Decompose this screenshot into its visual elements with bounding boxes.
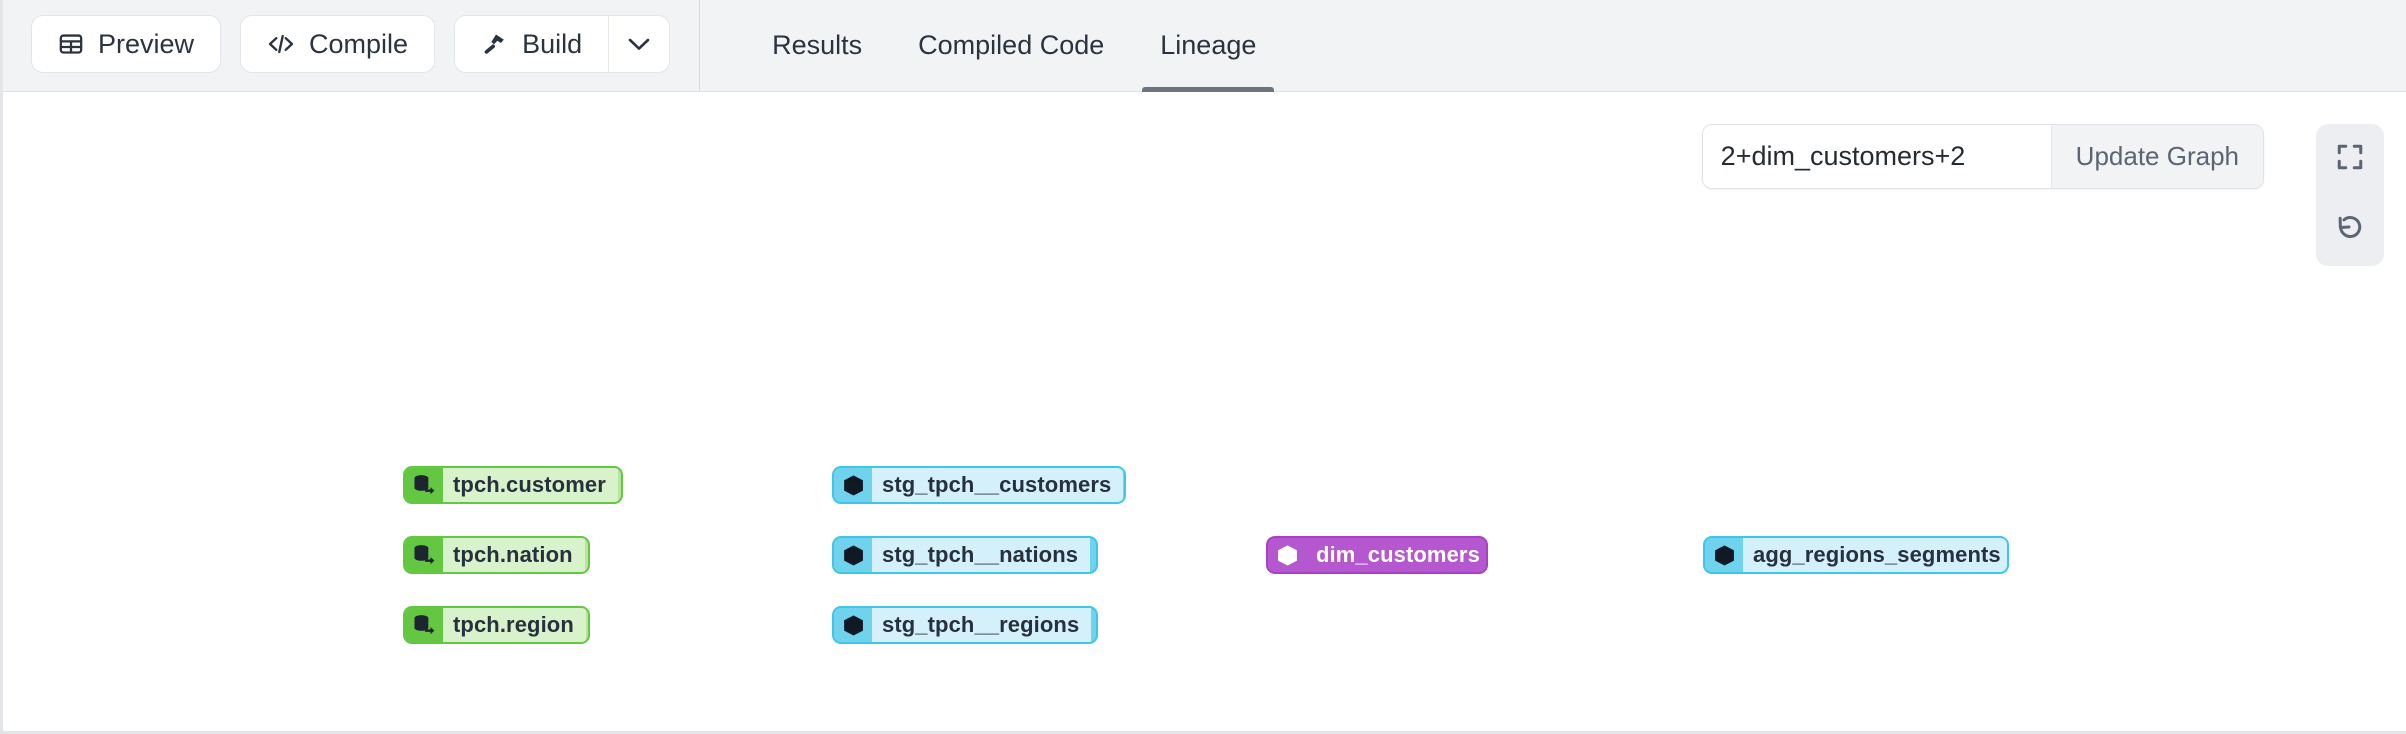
graph-selector-group: Update Graph xyxy=(1701,124,2264,189)
reset-view-button[interactable] xyxy=(2316,195,2384,266)
lineage-node-tpch_nation[interactable]: tpch.nation xyxy=(403,536,590,574)
tab-compiled-code-label: Compiled Code xyxy=(918,30,1105,60)
fullscreen-icon xyxy=(2335,142,2365,177)
compile-button-label: Compile xyxy=(309,28,409,59)
cube-icon xyxy=(834,538,872,572)
lineage-edges xyxy=(3,92,303,242)
lineage-node-label: stg_tpch__regions xyxy=(872,608,1092,642)
lineage-node-stg_tpch__customers[interactable]: stg_tpch__customers xyxy=(832,466,1126,504)
lineage-node-label: stg_tpch__nations xyxy=(872,538,1091,572)
lineage-node-stg_tpch__nations[interactable]: stg_tpch__nations xyxy=(832,536,1098,574)
compile-button[interactable]: Compile xyxy=(240,15,436,73)
tab-compiled-code[interactable]: Compiled Code xyxy=(890,0,1132,92)
table-icon xyxy=(58,31,84,57)
canvas-side-controls xyxy=(2316,124,2384,266)
lineage-node-dim_customers[interactable]: dim_customers xyxy=(1266,536,1488,574)
build-button-label: Build xyxy=(522,28,583,59)
lineage-node-agg_regions_segments[interactable]: agg_regions_segments xyxy=(1703,536,2009,574)
action-toolbar: Preview Compile xyxy=(3,0,671,73)
toolbar-divider xyxy=(699,0,701,92)
chevron-down-icon xyxy=(626,35,652,53)
lineage-node-label: stg_tpch__customers xyxy=(872,468,1124,502)
build-dropdown-button[interactable] xyxy=(608,16,669,72)
fullscreen-button[interactable] xyxy=(2316,124,2384,195)
database-icon xyxy=(405,538,443,572)
build-button[interactable]: Build xyxy=(455,16,608,72)
tab-results[interactable]: Results xyxy=(744,0,890,92)
graph-selector-input[interactable] xyxy=(1702,125,2051,188)
update-graph-button[interactable]: Update Graph xyxy=(2050,125,2263,188)
cube-icon xyxy=(834,608,872,642)
tab-results-label: Results xyxy=(772,30,863,60)
panel-header: Preview Compile xyxy=(3,0,2406,92)
update-graph-label: Update Graph xyxy=(2075,141,2239,171)
database-icon xyxy=(405,468,443,502)
tab-lineage[interactable]: Lineage xyxy=(1132,0,1284,92)
lineage-node-label: agg_regions_segments xyxy=(1743,538,2007,572)
cube-icon xyxy=(1268,538,1306,572)
preview-button[interactable]: Preview xyxy=(31,15,222,73)
tab-lineage-label: Lineage xyxy=(1160,30,1257,60)
tab-bar: Results Compiled Code Lineage xyxy=(744,0,1284,92)
lineage-canvas[interactable]: tpch.customer tpch.nation tpch.region stg_t… xyxy=(3,92,2406,731)
lineage-node-label: dim_customers xyxy=(1306,538,1486,572)
lineage-node-stg_tpch__regions[interactable]: stg_tpch__regions xyxy=(832,606,1098,644)
cube-icon xyxy=(1705,538,1743,572)
cube-icon xyxy=(834,468,872,502)
database-icon xyxy=(405,608,443,642)
preview-button-label: Preview xyxy=(98,28,195,59)
lineage-node-tpch_customer[interactable]: tpch.customer xyxy=(403,466,623,504)
lineage-node-label: tpch.region xyxy=(443,608,586,642)
build-split-button: Build xyxy=(454,15,671,73)
reset-icon xyxy=(2335,213,2365,248)
hammer-icon xyxy=(481,31,508,57)
code-icon xyxy=(267,31,295,57)
lineage-node-tpch_region[interactable]: tpch.region xyxy=(403,606,590,644)
lineage-node-label: tpch.nation xyxy=(443,538,585,572)
lineage-node-label: tpch.customer xyxy=(443,468,618,502)
